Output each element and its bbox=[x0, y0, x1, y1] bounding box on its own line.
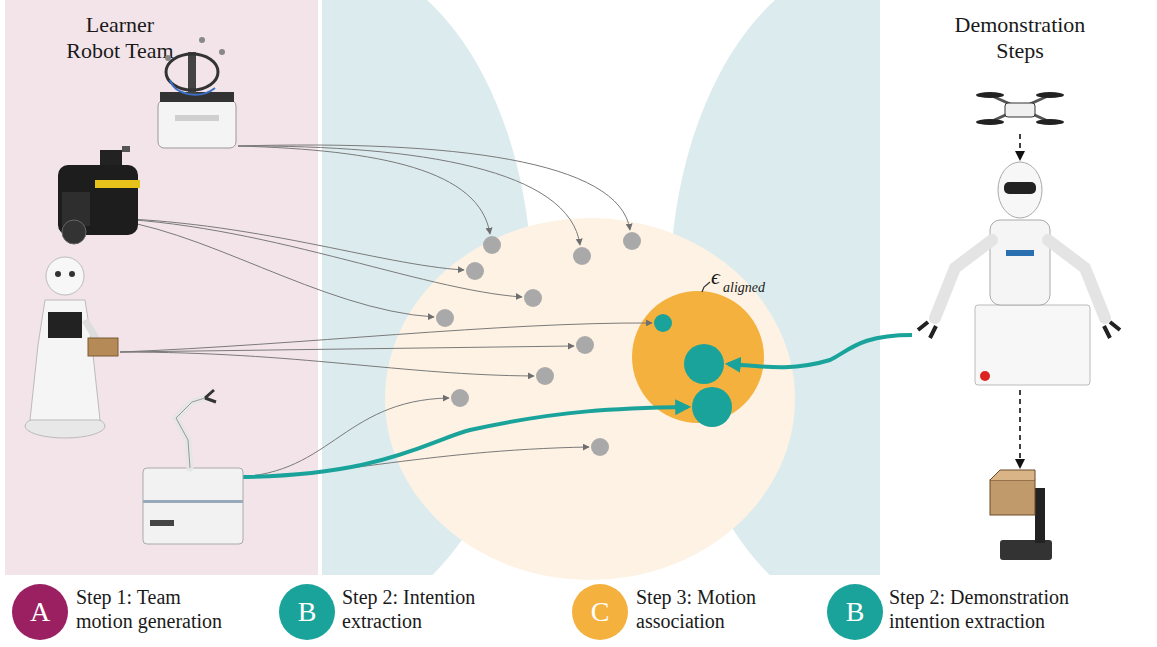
aligned-intention-dots-part bbox=[684, 344, 724, 384]
box-station-part bbox=[990, 480, 1035, 515]
drone-part bbox=[1005, 103, 1035, 117]
box-station bbox=[990, 470, 1052, 560]
humanoid-robot-part bbox=[980, 371, 990, 381]
legend-text: Step 1: Team motion generation bbox=[76, 585, 236, 633]
aligned-intention-dots bbox=[654, 314, 732, 427]
step-letter: B bbox=[827, 584, 883, 640]
humanoid-robot-part bbox=[998, 162, 1042, 218]
team-intention-dots-part bbox=[436, 309, 454, 327]
humanoid-robot bbox=[918, 162, 1120, 385]
drone-part bbox=[990, 95, 1050, 122]
team-intention-dots-part bbox=[576, 336, 594, 354]
humanoid-robot-part bbox=[918, 322, 936, 338]
box-station-part bbox=[990, 470, 1035, 480]
epsilon-subscript: aligned bbox=[723, 280, 765, 297]
step-letter: B bbox=[279, 584, 335, 640]
drone-part bbox=[1036, 92, 1064, 98]
humanoid-robot-part bbox=[990, 220, 1050, 305]
epsilon-symbol: ϵ bbox=[711, 264, 720, 290]
demonstration-step-arrows bbox=[1019, 134, 1021, 468]
team-intention-dots-part bbox=[536, 367, 554, 385]
humanoid-robot-part bbox=[935, 240, 992, 318]
aligned-region bbox=[632, 291, 764, 423]
step-letter: C bbox=[572, 584, 628, 640]
robot-team-panel: Learner Robot Team bbox=[5, 0, 318, 575]
team-intention-dots-part bbox=[591, 438, 609, 456]
team-intention-dots-part bbox=[483, 236, 501, 254]
epsilon-leader-line bbox=[702, 282, 710, 292]
demonstration-step-arrows-part bbox=[1019, 390, 1021, 468]
humanoid-robot-part bbox=[1048, 240, 1105, 318]
drone-part bbox=[976, 119, 1004, 125]
intention-space bbox=[385, 218, 795, 580]
drone-part bbox=[1036, 119, 1064, 125]
team-intention-dots-part bbox=[573, 247, 591, 265]
panel-heading: Learner Robot Team bbox=[61, 12, 179, 65]
team-intention-dots-part bbox=[466, 262, 484, 280]
demonstration-intention bbox=[728, 335, 912, 367]
team-intention-dots-part bbox=[623, 232, 641, 250]
humanoid-robot-part bbox=[1006, 250, 1034, 256]
humanoid-robot-part bbox=[1104, 322, 1120, 338]
column-heading: Demonstration Steps bbox=[945, 12, 1095, 65]
right-latent-region bbox=[670, 0, 880, 575]
aligned-intention-dots-part bbox=[654, 314, 672, 332]
team-intention-dots-part bbox=[524, 289, 542, 307]
step-letter: A bbox=[12, 584, 68, 640]
humanoid-robot-part bbox=[975, 305, 1090, 385]
aligned-intention-dots-part bbox=[692, 387, 732, 427]
left-latent-region bbox=[322, 0, 532, 575]
humanoid-robot-part bbox=[1004, 182, 1036, 194]
team-intention-dots bbox=[436, 232, 641, 456]
box-station-part bbox=[1000, 540, 1052, 560]
legend-text: Step 3: Motion association bbox=[636, 585, 801, 633]
demonstration-step-arrows-part bbox=[1019, 134, 1021, 160]
legend-text: Step 2: Demonstration intention extracti… bbox=[889, 585, 1084, 633]
legend-text: Step 2: Intention extraction bbox=[342, 585, 512, 633]
drone bbox=[976, 92, 1064, 125]
drone-part bbox=[976, 92, 1004, 98]
team-intention-dots-part bbox=[451, 389, 469, 407]
box-station-part bbox=[1035, 488, 1045, 543]
